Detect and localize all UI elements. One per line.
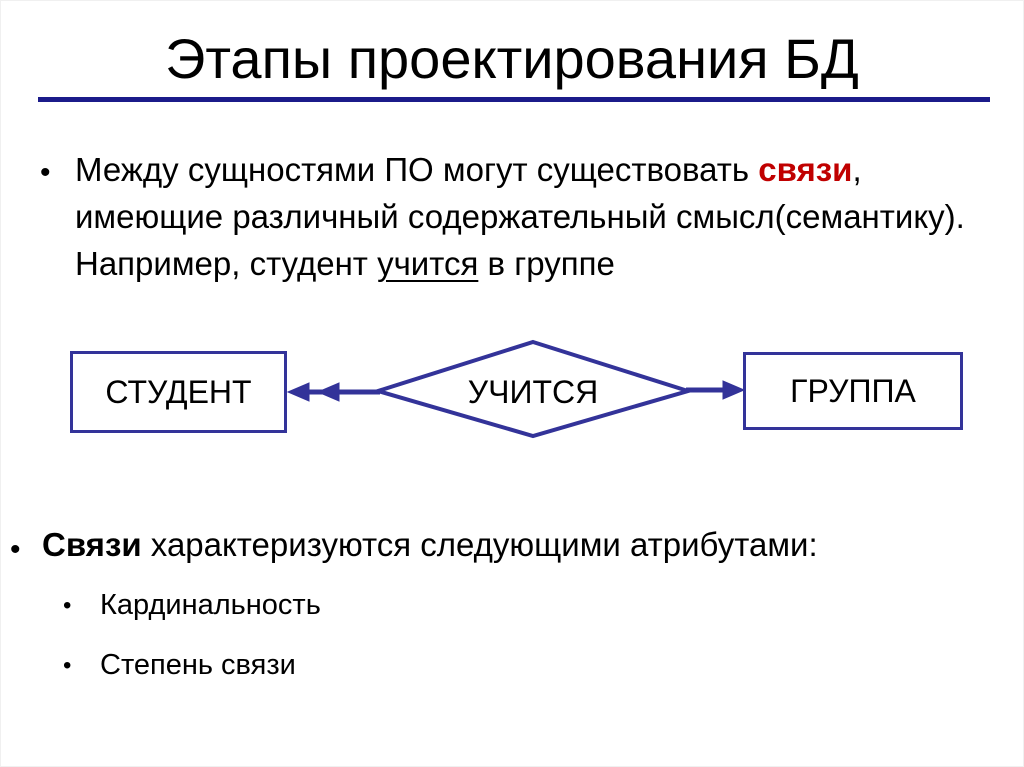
- sub-bullet-marker: •: [63, 652, 72, 679]
- entity-label: ГРУППА: [790, 372, 916, 409]
- title-underline-rule: [38, 97, 990, 102]
- bullet-marker: •: [10, 533, 21, 566]
- bullet-marker: •: [40, 156, 51, 189]
- sub-bullet-marker: •: [63, 592, 72, 619]
- text-segment: Между сущностями ПО могут существовать: [75, 151, 759, 188]
- entity-box-group: ГРУППА: [743, 352, 963, 430]
- sub-bullet-degree: Степень связи: [100, 649, 296, 681]
- text-segment: характеризуются следующими атрибутами:: [141, 526, 818, 563]
- arrow-to-group: [686, 380, 746, 400]
- text-segment: , имеющие различный содержательный смысл…: [75, 151, 965, 282]
- text-segment: учится: [377, 245, 479, 282]
- text-segment: Связи: [42, 526, 142, 563]
- arrow-to-student: [286, 382, 380, 402]
- text-segment: связи: [758, 151, 853, 188]
- text-segment: в группе: [478, 245, 615, 282]
- relation-label: УЧИТСЯ: [467, 374, 599, 410]
- sub-bullet-cardinality: Кардинальность: [100, 589, 321, 621]
- entity-box-student: СТУДЕНТ: [70, 351, 287, 433]
- slide-title: Этапы проектирования БД: [165, 27, 859, 90]
- bullet-paragraph-attributes: Связи характеризуются следующими атрибут…: [42, 523, 982, 567]
- entity-label: СТУДЕНТ: [105, 373, 252, 410]
- bullet-paragraph-relations: Между сущностями ПО могут существовать с…: [75, 146, 975, 287]
